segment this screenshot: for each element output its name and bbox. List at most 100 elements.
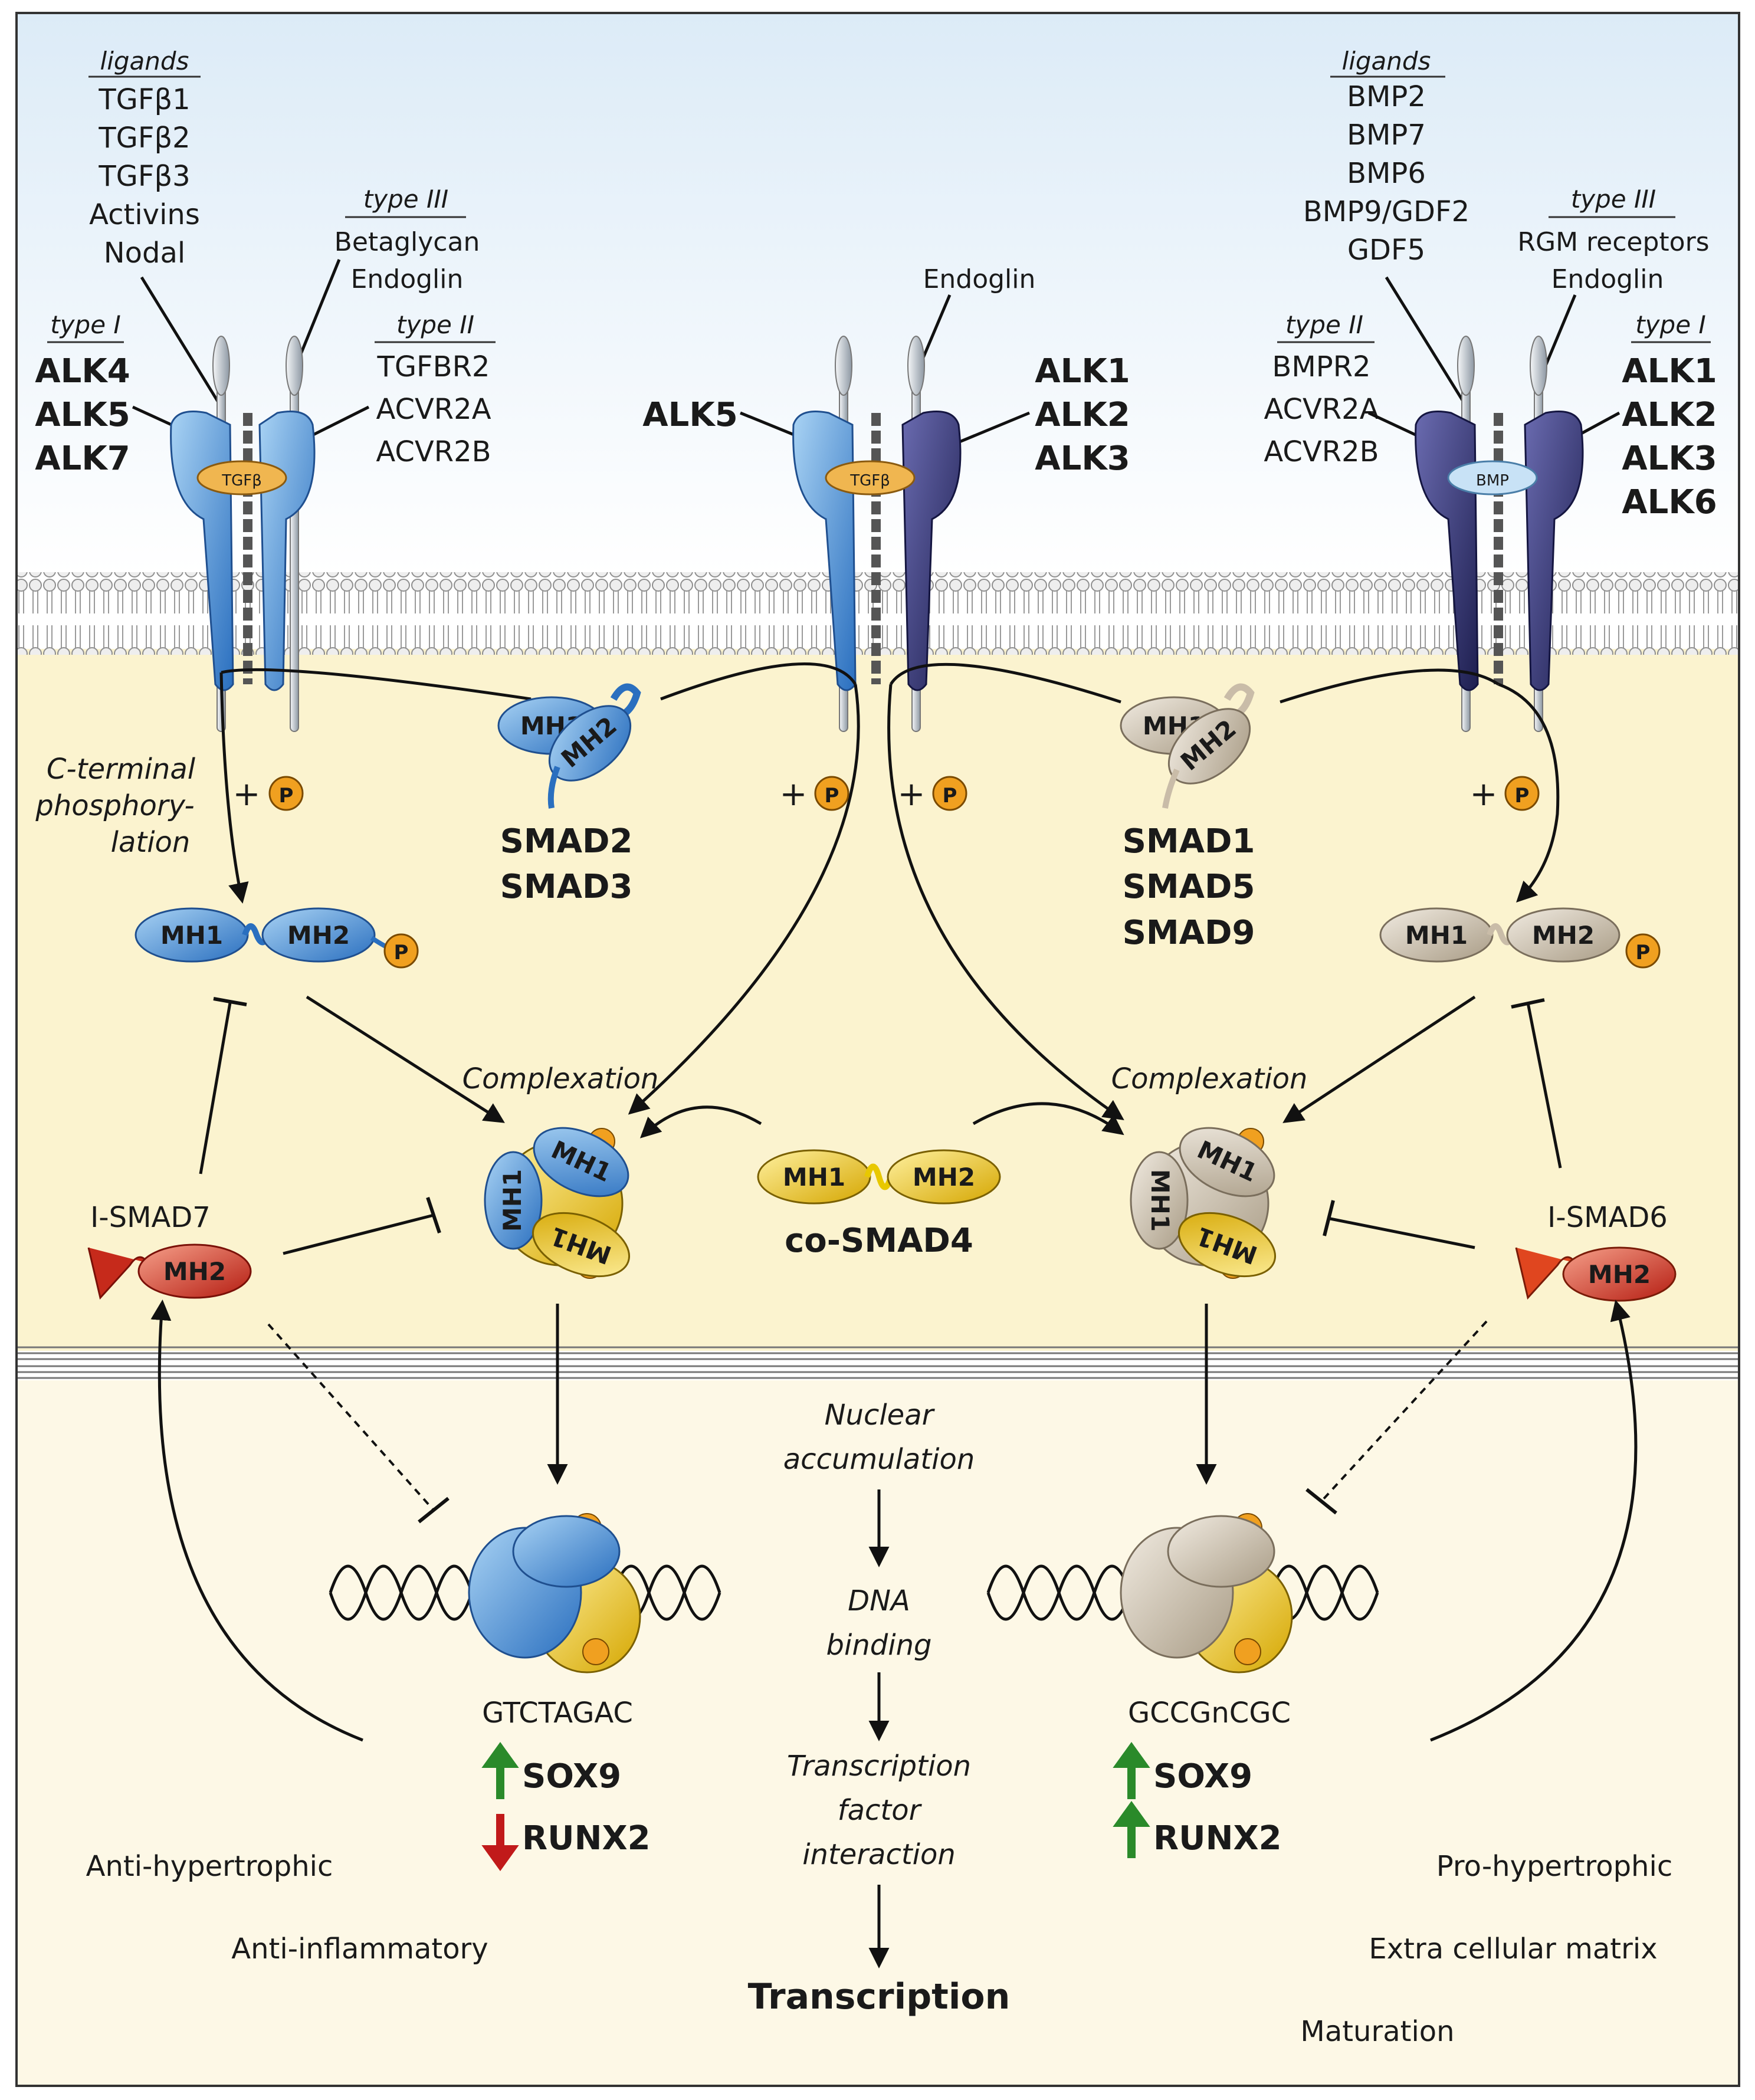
up-arrow-icon [1113, 1742, 1150, 1799]
up-arrow-icon [481, 1742, 519, 1799]
left-type1-item: ALK4 [35, 352, 130, 391]
right-nuclear-smad-complex [1120, 1513, 1293, 1674]
right-type3-pointer [1544, 294, 1577, 366]
mh1-domain: MH1 [1405, 921, 1468, 950]
mh1-domain: MH1 [783, 1163, 845, 1192]
middle-endoglin-label: Endoglin [923, 264, 1036, 294]
middle-alk1-to-right-complex-arrow [887, 684, 1124, 1120]
left-ligands-heading: ligands [100, 47, 189, 76]
left-phospho-label: + P [233, 775, 304, 813]
left-type3-pointer [299, 259, 341, 355]
left-ligand-item: TGFβ3 [98, 160, 190, 193]
phosphate-label: P [825, 784, 839, 808]
right-type3-heading: type III [1571, 185, 1656, 214]
ismad7-label: I-SMAD7 [90, 1201, 211, 1234]
left-phospho-rsmad: MH1 MH2 P [135, 907, 419, 969]
left-type1-item: ALK7 [35, 439, 130, 478]
left-type2-item: TGFBR2 [377, 350, 490, 383]
left-effect: Anti-hypertrophic [86, 1850, 333, 1883]
right-type1-heading: type I [1635, 310, 1706, 339]
co-smad4: MH1 MH2 [757, 1149, 1001, 1205]
left-ligand-pointer [140, 276, 223, 408]
left-complexation-label: Complexation [462, 1062, 659, 1095]
right-feedback-arrow [1430, 1300, 1638, 1742]
right-type2-item: ACVR2B [1264, 435, 1379, 468]
left-smad-recruit-curve [221, 668, 532, 701]
middle-right-alk: ALK3 [1035, 439, 1130, 478]
left-type3-item: Betaglycan [334, 227, 480, 257]
ismad7-inhibits-rsmad [199, 1002, 232, 1174]
ismad6-inhibits-complex [1327, 1216, 1475, 1249]
ismad6-inhibits-rsmad [1526, 1002, 1562, 1169]
phosphate-icon [268, 776, 304, 811]
middle-left-phospho-label: + P [780, 775, 849, 813]
left-rsmad-name: SMAD3 [500, 868, 633, 906]
ismad6-dashed-inhibition [1320, 1320, 1488, 1502]
middle-right-alk: ALK1 [1035, 352, 1130, 391]
right-complexation-label: Complexation [1111, 1062, 1308, 1095]
up-arrow-icon [1113, 1801, 1150, 1858]
runx2-label: RUNX2 [522, 1819, 651, 1858]
right-type1-receptor [1524, 411, 1584, 691]
sox9-label: SOX9 [522, 1757, 621, 1796]
right-rsmad-name: SMAD5 [1123, 868, 1255, 906]
mh1-domain: MH1 [160, 921, 223, 950]
right-ligand-pointer [1385, 276, 1465, 402]
middle-left-alk: ALK5 [642, 396, 737, 434]
c-terminal-line: lation [111, 826, 191, 859]
right-ligand-item: BMP2 [1347, 80, 1426, 113]
down-arrow-icon [481, 1814, 519, 1871]
left-ligand-label: TGFβ [221, 472, 262, 490]
right-ligands-heading: ligands [1342, 47, 1431, 76]
c-terminal-line: C-terminal [47, 753, 196, 786]
left-ligand-item: Activins [89, 198, 200, 231]
cytoplasm-background [17, 649, 1739, 1351]
right-type1-item: ALK1 [1622, 352, 1717, 391]
middle-right-phospho-label: + P [898, 775, 967, 813]
middle-right-alk: ALK2 [1035, 396, 1130, 434]
right-effect: Maturation [1300, 2015, 1454, 2048]
phosphate-icon [814, 776, 849, 811]
right-runx2-regulation: RUNX2 [1113, 1801, 1282, 1858]
left-rsmad-to-complex-arrow [306, 995, 505, 1123]
right-receptor-complex: BMP [1415, 336, 1584, 732]
left-type2-item: ACVR2B [376, 435, 491, 468]
ismad7-dashed-inhibition [267, 1323, 435, 1511]
nuclear-accumulation-line: accumulation [783, 1443, 975, 1476]
left-type2-list: type II TGFBR2 ACVR2A ACVR2B [375, 310, 496, 468]
mh2-domain: MH2 [913, 1163, 975, 1192]
right-type1-item: ALK6 [1622, 483, 1717, 521]
transcription-label: Transcription [748, 1976, 1011, 2017]
ismad6-label: I-SMAD6 [1547, 1201, 1668, 1234]
right-type1-item: ALK3 [1622, 439, 1717, 478]
left-type3-item: Endoglin [351, 264, 464, 294]
left-dna-motif: GTCTAGAC [482, 1697, 633, 1730]
left-type2-item: ACVR2A [376, 393, 491, 426]
tf-interaction-line: Transcription [787, 1750, 971, 1783]
right-ligand-label: BMP [1476, 472, 1509, 490]
left-type3-list: type III Betaglycan Endoglin [334, 185, 480, 294]
mh1-domain: MH1 [498, 1169, 527, 1232]
left-type2-heading: type II [396, 310, 474, 339]
phosphate-label: P [1515, 784, 1530, 808]
left-ligand-item: TGFβ2 [98, 122, 190, 155]
right-ligand-item: GDF5 [1347, 234, 1425, 267]
left-ligand-item: TGFβ1 [98, 83, 190, 116]
middle-tgfb-ligand [825, 460, 916, 496]
right-sox9-regulation: SOX9 [1113, 1742, 1252, 1799]
tf-interaction-line: interaction [802, 1838, 956, 1871]
left-type1-list: type I ALK4 ALK5 ALK7 [35, 310, 130, 478]
c-terminal-phosphorylation-label: C-terminal phosphory- lation [35, 753, 195, 859]
left-phospho-arrow [219, 672, 249, 904]
runx2-label: RUNX2 [1153, 1819, 1282, 1858]
right-dna-motif: GCCGnCGC [1128, 1697, 1291, 1730]
smad4-to-left-complex-arrow [639, 1105, 762, 1138]
right-rsmad-name: SMAD1 [1123, 822, 1255, 861]
right-type3-item: RGM receptors [1517, 227, 1709, 257]
right-effect: Pro-hypertrophic [1436, 1850, 1672, 1883]
mh2-domain: MH2 [287, 921, 350, 950]
ismad6-protein: MH2 [1515, 1246, 1677, 1302]
plus-sign: + [780, 775, 808, 813]
left-nuclear-smad-complex [468, 1513, 641, 1674]
